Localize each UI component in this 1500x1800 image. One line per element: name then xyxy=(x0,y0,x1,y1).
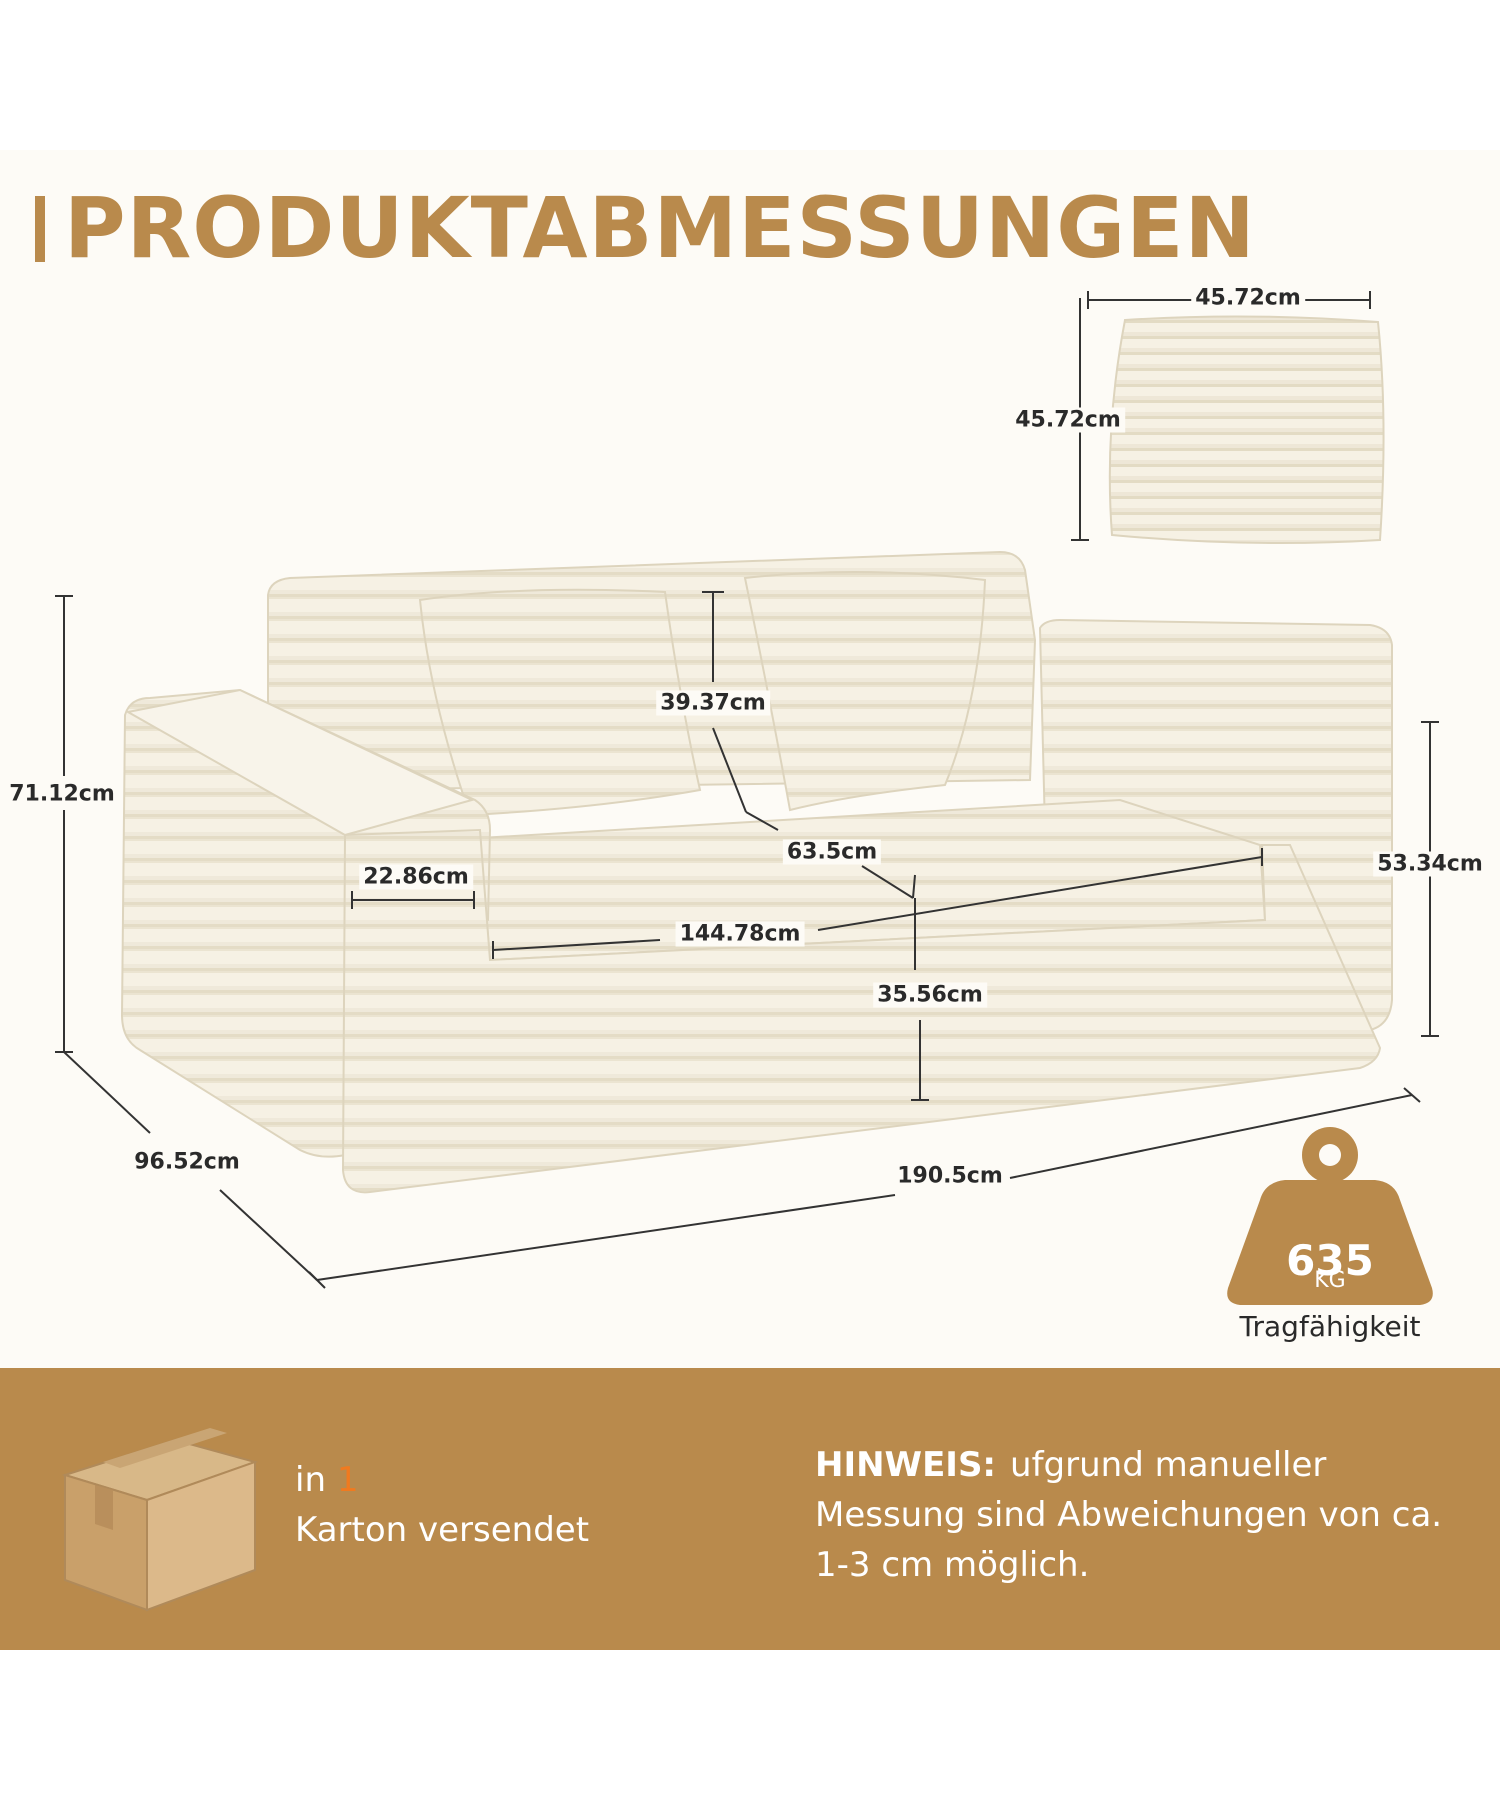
shipping-line-2: Karton versendet xyxy=(295,1510,590,1550)
title-accent-bar xyxy=(35,196,45,262)
page-title: PRODUKTABMESSUNGEN xyxy=(64,179,1256,277)
seat-height-label: 35.56cm xyxy=(873,982,987,1008)
pillow-width-label: 45.72cm xyxy=(1191,285,1305,311)
arm-height-label: 53.34cm xyxy=(1373,851,1487,877)
shipping-prefix: in xyxy=(295,1460,326,1500)
depth-label: 96.52cm xyxy=(130,1149,244,1175)
weight-unit: KG xyxy=(1314,1268,1346,1293)
sofa-illustration xyxy=(120,550,1393,1194)
shipping-info: in 1 Karton versendet xyxy=(295,1455,589,1555)
measurement-note: HINWEIS:ufgrund manueller Messung sind A… xyxy=(815,1440,1455,1590)
shipping-count: 1 xyxy=(336,1460,359,1500)
width-label: 190.5cm xyxy=(893,1163,1007,1189)
note-label: HINWEIS: xyxy=(815,1445,997,1485)
dimension-lines xyxy=(55,291,1439,1289)
pillow-detail xyxy=(1108,315,1385,545)
shipping-line-1: in 1 xyxy=(295,1455,589,1505)
capacity-label: Tragfähigkeit xyxy=(1239,1310,1421,1343)
seat-depth-label: 63.5cm xyxy=(782,839,882,865)
back-height-label: 39.37cm xyxy=(656,690,770,716)
pillow-height-label: 45.72cm xyxy=(1011,407,1125,433)
weight-value: 635 xyxy=(1286,1236,1374,1285)
seat-width-label: 144.78cm xyxy=(675,921,805,947)
note-text: ufgrund manueller Messung sind Abweichun… xyxy=(815,1445,1443,1585)
weight-icon xyxy=(1227,1127,1433,1305)
total-height-label: 71.12cm xyxy=(5,781,119,807)
arm-width-label: 22.86cm xyxy=(359,864,473,890)
box-icon xyxy=(61,1428,259,1612)
